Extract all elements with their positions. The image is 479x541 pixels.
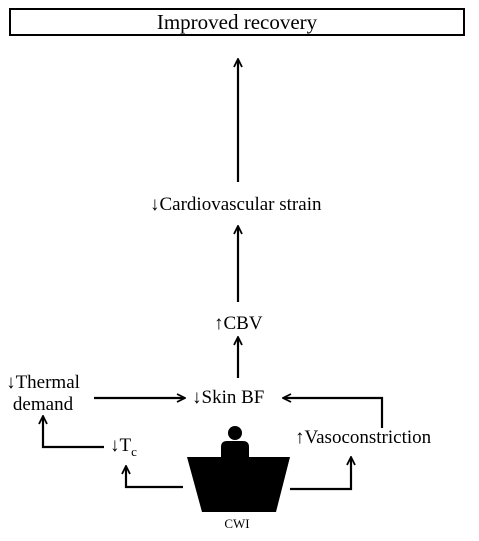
demand-label: demand [12, 394, 74, 415]
cbv-label: CBV [223, 313, 263, 334]
core-temperature-subscript: c [131, 444, 137, 459]
down-arrow-symbol: ↓ [150, 194, 160, 215]
up-arrow-symbol: ↑ [295, 427, 305, 448]
thermal-demand-node: ↓Thermal demand [2, 372, 84, 416]
cold-water-immersion-icon [187, 426, 290, 512]
down-arrow-symbol: ↓ [6, 372, 16, 393]
cardiovascular-strain-node: ↓Cardiovascular strain [150, 194, 321, 216]
up-arrow-symbol: ↑ [214, 313, 224, 334]
skin-bf-label: Skin BF [201, 387, 265, 408]
cardiovascular-strain-label: Cardiovascular strain [159, 194, 322, 215]
thermal-label: Thermal [15, 372, 80, 393]
core-temperature-label: T [119, 435, 132, 456]
down-arrow-symbol: ↓ [192, 387, 202, 408]
improved-recovery-label: Improved recovery [156, 10, 318, 34]
cwi-label: CWI [224, 516, 250, 531]
down-arrow-symbol: ↓ [110, 435, 120, 456]
arrow-cwi-to-vasoconstriction [290, 458, 351, 491]
arrow-vasoconstriction-to-skinbf [284, 398, 384, 428]
thermal-demand-line1: ↓Thermal [2, 372, 84, 394]
arrow-cwi-to-tc [126, 467, 183, 489]
improved-recovery-box: Improved recovery [9, 8, 465, 36]
arrow-tc-to-thermal [43, 417, 104, 449]
skin-bf-node: ↓Skin BF [192, 387, 264, 409]
cbv-node: ↑CBV [214, 313, 263, 335]
vasoconstriction-node: ↑Vasoconstriction [295, 427, 431, 449]
core-temperature-node: ↓Tc [110, 435, 137, 459]
vasoconstriction-label: Vasoconstriction [304, 427, 432, 448]
